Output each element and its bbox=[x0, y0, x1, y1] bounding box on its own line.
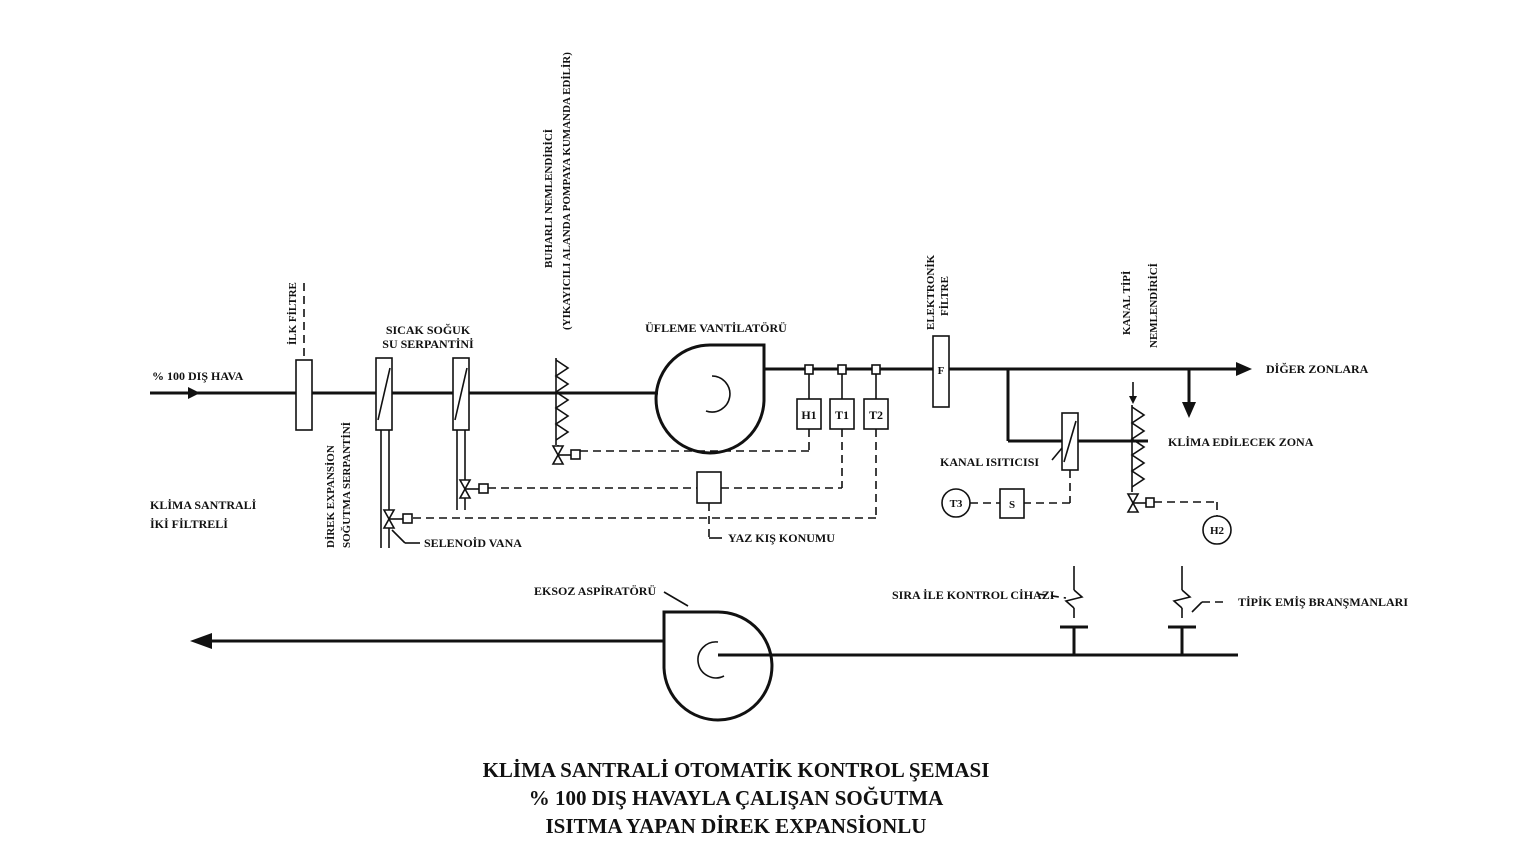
electronic-filter bbox=[932, 335, 950, 408]
title-line-1: KLİMA SANTRALİ OTOMATİK KONTROL ŞEMASI bbox=[483, 758, 990, 782]
duct-humidifier bbox=[1126, 382, 1232, 545]
summer-winter-label: YAZ KIŞ KONUMU bbox=[728, 531, 835, 545]
summer-winter-switch bbox=[696, 471, 722, 504]
humidifier-valve bbox=[551, 445, 581, 465]
outside-air-label: % 100 DIŞ HAVA bbox=[152, 369, 244, 383]
duct-sensors bbox=[796, 364, 889, 430]
typical-branches-label: TİPİK EMİŞ BRANŞMANLARI bbox=[1238, 595, 1408, 609]
sequence-controller-2 bbox=[1172, 566, 1228, 618]
filter-letter: F bbox=[938, 365, 945, 377]
exhaust-fan bbox=[662, 591, 774, 722]
h1-label: H1 bbox=[801, 408, 816, 422]
control-signal-lines bbox=[413, 429, 877, 539]
pre-filter-label: İLK FİLTRE bbox=[287, 282, 299, 345]
dx-coil-label-2: SOĞUTMA SERPANTİNİ bbox=[340, 422, 353, 548]
t2-label: T2 bbox=[869, 408, 883, 422]
exhaust-duct bbox=[190, 625, 1238, 657]
supply-fan bbox=[654, 343, 766, 455]
title-line-2: % 100 DIŞ HAVAYLA ÇALIŞAN SOĞUTMA bbox=[529, 786, 944, 810]
t3-label: T3 bbox=[950, 498, 963, 510]
h2-circle bbox=[1202, 515, 1232, 545]
water-coil-label-2: SU SERPANTİNİ bbox=[382, 337, 474, 351]
sequence-controller-label: SIRA İLE KONTROL CİHAZI bbox=[892, 588, 1055, 602]
heater-controls bbox=[941, 488, 1025, 519]
hot-cold-water-coil bbox=[452, 357, 470, 510]
t1-label: T1 bbox=[835, 408, 849, 422]
t2-box bbox=[863, 398, 889, 430]
s-box bbox=[999, 488, 1025, 519]
water-coil-label-1: SICAK SOĞUK bbox=[386, 323, 471, 337]
exhaust-fan-label: EKSOZ ASPİRATÖRÜ bbox=[534, 584, 656, 598]
duct-heater-label: KANAL ISITICISI bbox=[940, 455, 1039, 469]
other-zones-label: DİĞER ZONLARA bbox=[1266, 362, 1369, 376]
duct-humidifier-label-2: NEMLENDİRİCİ bbox=[1148, 263, 1160, 348]
h1-box bbox=[796, 398, 822, 430]
zone-label: KLİMA EDİLECEK ZONA bbox=[1168, 435, 1314, 449]
h2-label: H2 bbox=[1210, 525, 1225, 537]
dx-coil-label-1: DİREK EXPANSİON bbox=[325, 445, 337, 548]
humidifier-label-2: (YIKAYICILI ALANDA POMPAYA KUMANDA EDİLİ… bbox=[561, 52, 573, 330]
supply-duct bbox=[150, 362, 1252, 443]
duct-humidifier-label-1: KANAL TİPİ bbox=[1121, 271, 1133, 335]
solenoid-valve-label: SELENOİD VANA bbox=[424, 536, 522, 550]
t1-box bbox=[829, 398, 855, 430]
electronic-filter-label-1: ELEKTRONİK bbox=[925, 254, 937, 330]
title-line-3: ISITMA YAPAN DİREK EXPANSİONLU bbox=[546, 814, 927, 838]
supply-fan-label: ÜFLEME VANTİLATÖRÜ bbox=[645, 321, 787, 335]
plant-label-2: İKİ FİLTRELİ bbox=[150, 517, 228, 531]
electronic-filter-label-2: FİLTRE bbox=[939, 276, 951, 316]
humidifier-label-1: BUHARLI NEMLENDİRİCİ bbox=[543, 129, 555, 268]
s-label: S bbox=[1009, 499, 1015, 511]
plant-label-1: KLİMA SANTRALİ bbox=[150, 498, 257, 512]
duct-heater bbox=[1024, 412, 1079, 504]
sequence-controller-1 bbox=[1037, 566, 1084, 618]
water-coil-valve bbox=[458, 479, 489, 499]
pre-filter bbox=[295, 283, 313, 431]
solenoid-valve bbox=[382, 509, 420, 544]
